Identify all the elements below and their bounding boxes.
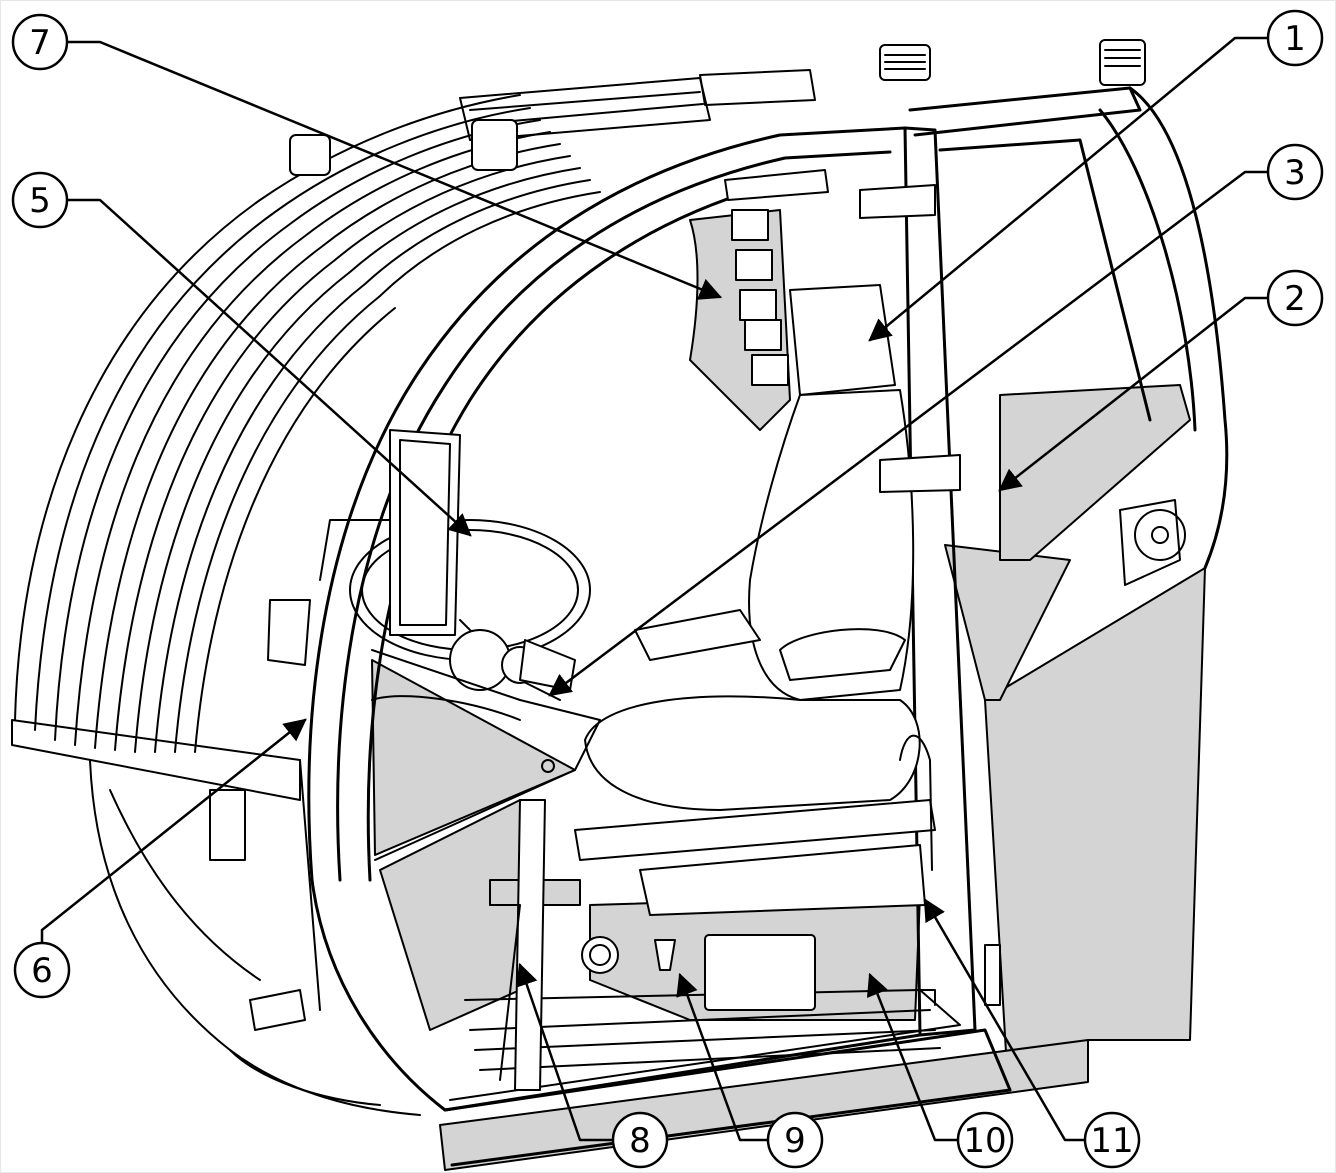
callout-2-label: 2	[1284, 279, 1306, 319]
rear-body	[89, 759, 421, 1116]
callout-8-label: 8	[629, 1121, 651, 1161]
roof-guard	[11, 77, 711, 801]
leader-7	[66, 40, 723, 300]
callout-9-label: 9	[784, 1121, 806, 1161]
callout-1: 1	[1266, 9, 1324, 67]
leader-lines	[40, 36, 1270, 1142]
callout-1-label: 1	[1284, 19, 1306, 59]
leader-1	[868, 36, 1270, 342]
leader-9	[676, 972, 770, 1142]
leader-8	[515, 962, 614, 1142]
switch-panel	[724, 169, 829, 386]
callout-10: 10	[956, 1111, 1014, 1169]
leader-5	[66, 198, 472, 537]
leader-2	[998, 296, 1270, 492]
right-details	[859, 184, 1186, 1006]
callout-6-label: 6	[31, 951, 53, 991]
callout-2: 2	[1266, 269, 1324, 327]
leader-10	[866, 972, 960, 1142]
callout-5-label: 5	[29, 181, 51, 221]
leader-11	[923, 898, 1087, 1142]
callout-3: 3	[1266, 143, 1324, 201]
callout-6: 6	[13, 941, 71, 999]
callout-8: 8	[611, 1111, 669, 1169]
callout-5: 5	[11, 171, 69, 229]
callout-7: 7	[11, 13, 69, 71]
dash-console	[371, 649, 601, 861]
callout-9: 9	[766, 1111, 824, 1169]
callout-11: 11	[1083, 1111, 1141, 1169]
callout-3-label: 3	[1284, 153, 1306, 193]
steering	[267, 429, 591, 701]
cab-frame	[307, 86, 1229, 1167]
callout-11-label: 11	[1090, 1121, 1133, 1161]
cab-drawing	[11, 39, 1229, 1171]
callout-10-label: 10	[963, 1121, 1006, 1161]
operator-seat	[574, 284, 936, 916]
work-lights	[289, 39, 1146, 176]
callout-7-label: 7	[29, 23, 51, 63]
leader-6	[40, 718, 307, 947]
leader-3	[548, 170, 1270, 697]
